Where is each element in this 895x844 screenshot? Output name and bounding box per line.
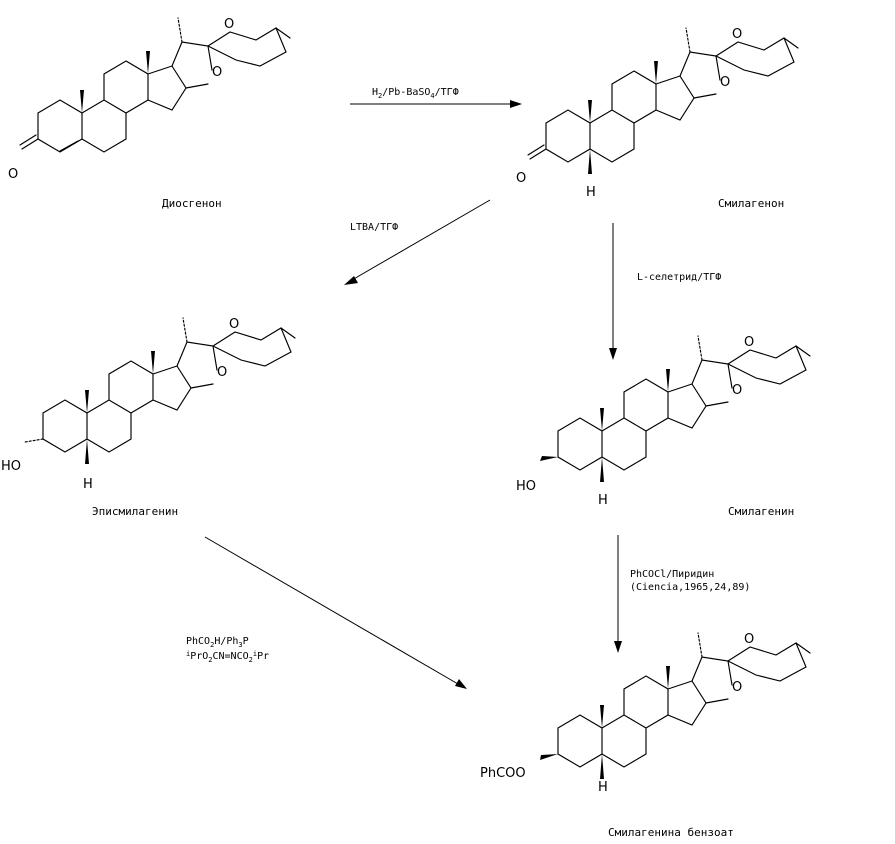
reagent-r5-line2: iPrO2CN=NCO2iPr [186, 650, 269, 664]
reaction-arrow-3 [609, 223, 617, 360]
spiro-oxygen-label: O [732, 27, 742, 42]
reagent-r4: PhCOCl/Пиридин [630, 569, 714, 580]
ring-oxygen-label: O [732, 383, 742, 398]
reagent-r5-line1: PhCO2H/Ph3P [186, 636, 249, 649]
reaction-arrow-5 [205, 537, 467, 689]
smilagenin-structure: HO O O H [516, 335, 810, 508]
5beta-hydrogen-label: H [598, 780, 608, 795]
diosgenone-structure: O O O [8, 17, 290, 182]
spiro-oxygen-label: O [224, 17, 234, 32]
reaction-arrow-1 [350, 100, 522, 108]
benzoyloxy-label: PhCOO [480, 766, 526, 781]
smilagenone-label: Смилагенон [718, 197, 784, 210]
reagent-r2: LTBA/ТГФ [350, 222, 398, 233]
oxo-oxygen-label: O [8, 167, 18, 182]
reagent-r1: H2/Pb-BaSO4/ТГФ [372, 87, 459, 100]
ring-oxygen-label: O [720, 75, 730, 90]
smilagenin-label: Смилагенин [728, 505, 794, 518]
ring-oxygen-label: O [732, 680, 742, 695]
reagent-r3: L-селетрид/ТГФ [637, 272, 721, 283]
epismilagenin-label: Эписмилагенин [92, 505, 178, 518]
smilagenin-benzoate-structure: PhCOO O O H [480, 632, 810, 795]
hydroxyl-label: HO [1, 459, 21, 474]
spiro-oxygen-label: O [229, 317, 239, 332]
smilagenone-structure: O O O H [516, 27, 798, 200]
ring-oxygen-label: O [212, 65, 222, 80]
reaction-arrow-4 [614, 535, 622, 653]
hydroxyl-label: HO [516, 479, 536, 494]
5beta-hydrogen-label: H [83, 477, 93, 492]
spiro-oxygen-label: O [744, 632, 754, 647]
reagent-r4-reference: (Ciencia,1965,24,89) [630, 582, 750, 593]
ring-oxygen-label: O [217, 365, 227, 380]
oxo-oxygen-label: O [516, 171, 526, 186]
5beta-hydrogen-label: H [598, 493, 608, 508]
5beta-hydrogen-label: H [586, 185, 596, 200]
diosgenone-label: Диосгенон [162, 197, 222, 210]
smilagenin-benzoate-label: Смилагенина бензоат [608, 826, 734, 839]
spiro-oxygen-label: O [744, 335, 754, 350]
reaction-arrow-2 [344, 200, 490, 285]
epismilagenin-structure: HO O O H [1, 317, 295, 492]
